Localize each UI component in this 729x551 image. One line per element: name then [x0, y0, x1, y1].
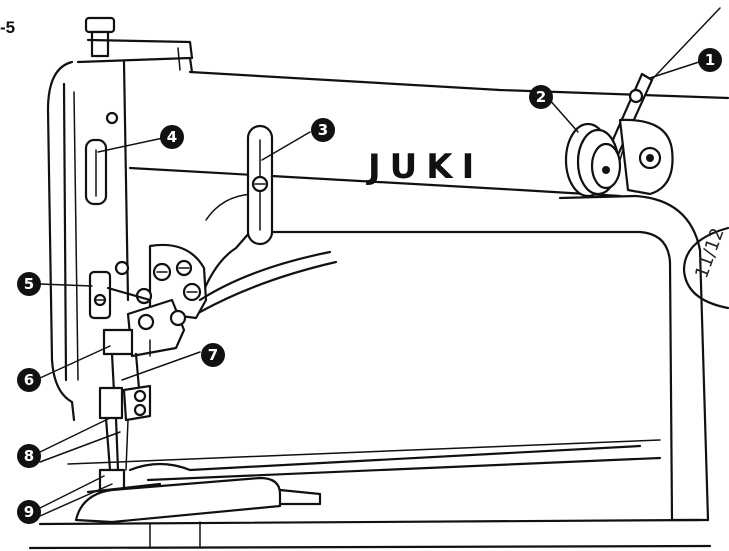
callout-6: 6 [17, 368, 41, 392]
callout-2: 2 [529, 85, 553, 109]
callout-4: 4 [160, 125, 184, 149]
arm-thread-guide [246, 124, 274, 246]
callout-number: 9 [24, 503, 34, 521]
face-plate [46, 16, 194, 422]
callout-9: 9 [17, 500, 41, 524]
callout-3: 3 [311, 118, 335, 142]
needle-bar-thread-guide [88, 270, 152, 320]
callout-number: 1 [705, 51, 715, 69]
dial-marking: 11/12 [691, 225, 728, 281]
callout-8: 8 [17, 444, 41, 468]
callout-number: 2 [536, 88, 546, 106]
callout-number: 3 [318, 121, 328, 139]
callout-1: 1 [698, 48, 722, 72]
leader-lines [39, 61, 700, 517]
needle-clamp [98, 384, 152, 472]
presser-bar-assembly [102, 298, 187, 402]
brand-logo: JUKI [366, 147, 483, 187]
stitch-dial: 11/12 [682, 225, 729, 310]
callout-number: 4 [167, 128, 177, 146]
callout-number: 8 [24, 447, 34, 465]
figure-number: -5 [0, 18, 16, 37]
callout-7: 7 [201, 343, 225, 367]
thread-tension-disc [564, 118, 674, 198]
presser-foot-and-bed [28, 439, 712, 550]
callout-number: 7 [208, 346, 218, 364]
callout-5: 5 [17, 272, 41, 296]
callout-number: 5 [24, 275, 34, 293]
callout-number: 6 [24, 371, 34, 389]
machine-arm [128, 70, 729, 522]
